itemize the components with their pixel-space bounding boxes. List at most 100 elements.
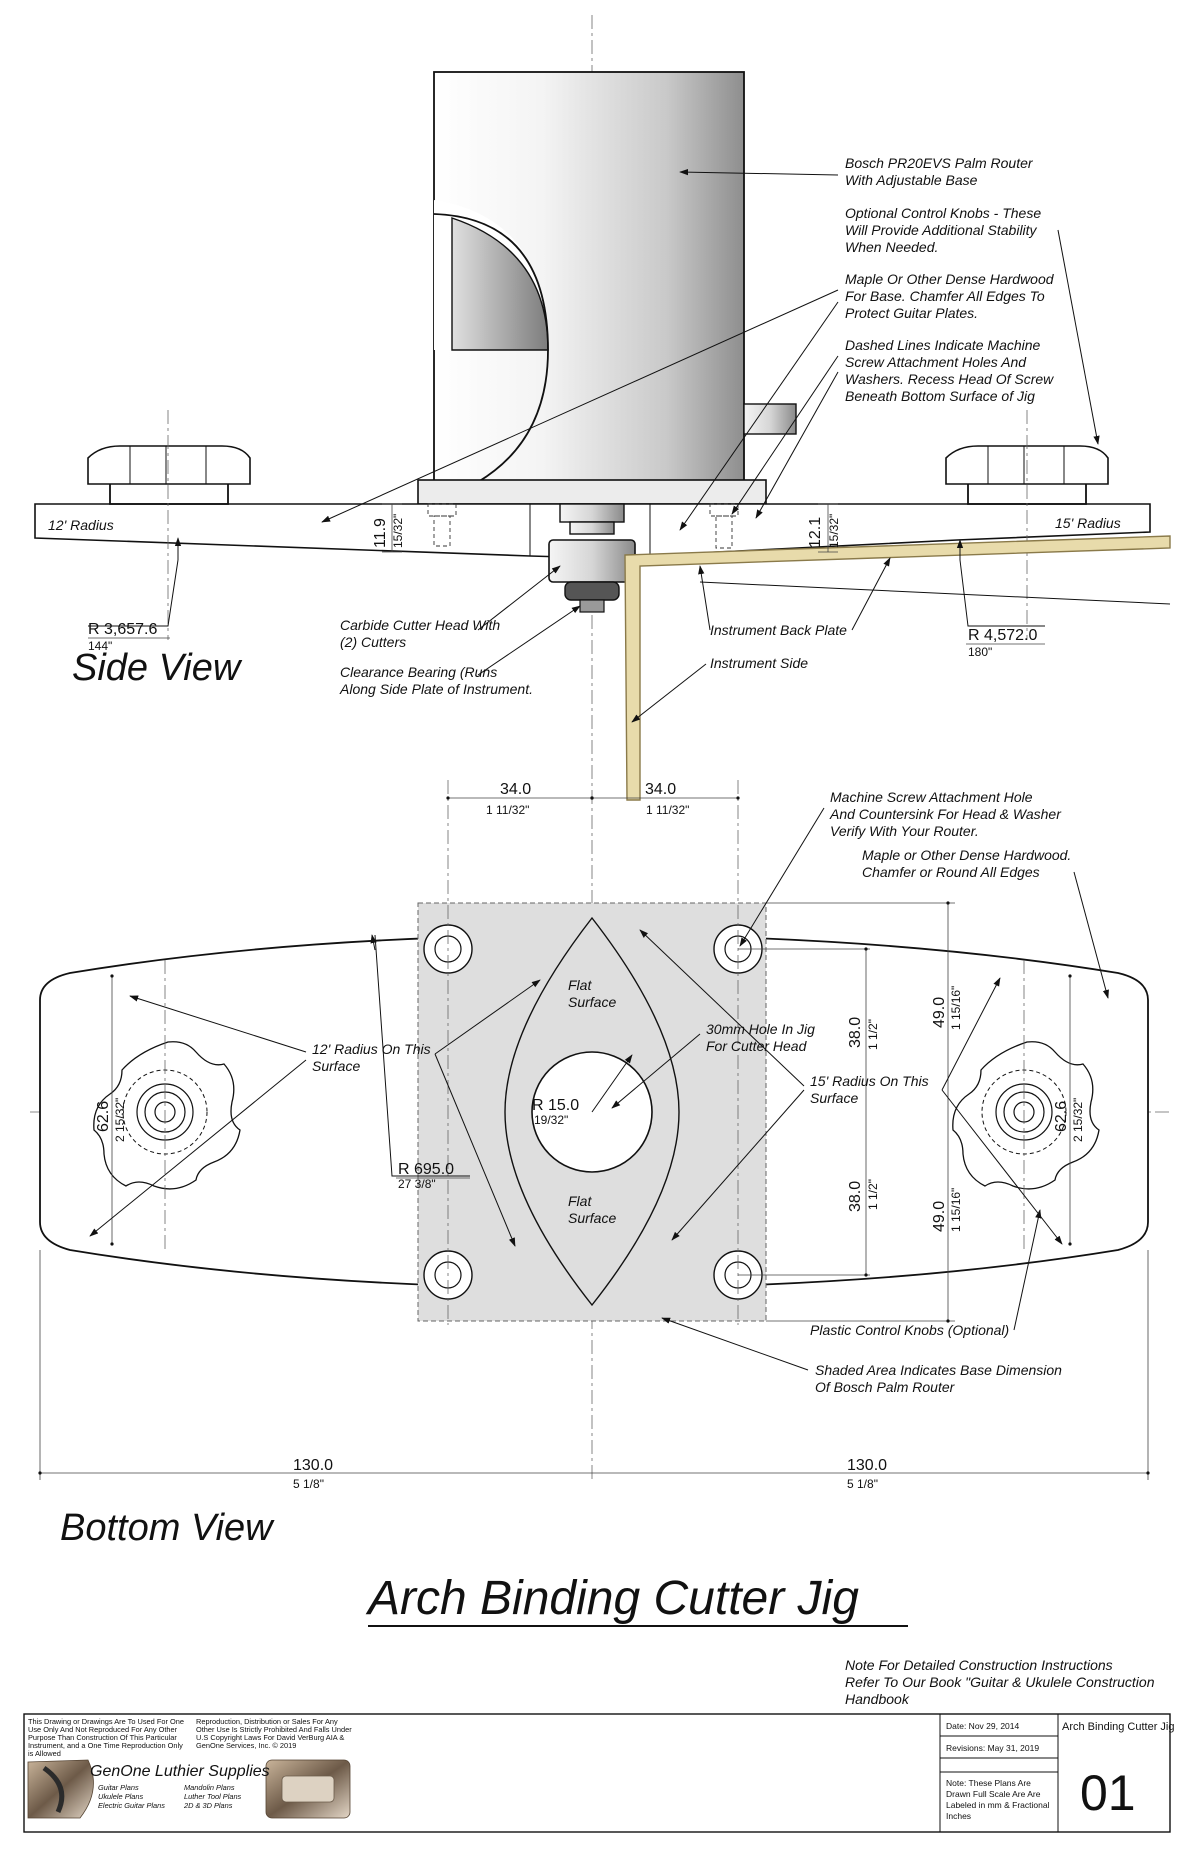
left-knob-side <box>87 445 251 505</box>
svg-text:Instrument Back Plate: Instrument Back Plate <box>710 622 847 638</box>
svg-text:Washers. Recess Head Of Screw: Washers. Recess Head Of Screw <box>845 371 1054 387</box>
right-knob-plan <box>952 1041 1100 1190</box>
svg-text:Inches: Inches <box>946 1811 971 1821</box>
sheet-number: 01 <box>1080 1765 1136 1821</box>
thickness-left-mm: 11.9 <box>372 518 389 548</box>
radius-right-mm: R 4,572.0 <box>968 627 1037 644</box>
dim-626-left: 62.6 2 15/32" <box>95 974 127 1246</box>
dim-49-bot: 49.0 1 15/16" <box>931 1188 963 1232</box>
svg-text:R 695.0: R 695.0 <box>398 1161 454 1178</box>
dim-130-left: 130.0 5 1/8" <box>293 1457 333 1491</box>
radius-right-label: 15' Radius <box>1055 515 1121 531</box>
svg-text:Machine Screw Attachment Hole: Machine Screw Attachment Hole <box>830 789 1033 805</box>
note-dashed: Dashed Lines Indicate Machine Screw Atta… <box>731 337 1054 519</box>
svg-text:1 15/16": 1 15/16" <box>949 1188 963 1232</box>
svg-text:5 1/8": 5 1/8" <box>847 1477 878 1491</box>
thickness-dim-left: 11.9 15/32" <box>372 503 405 553</box>
dim-34-right: 34.0 1 11/32" <box>590 781 740 817</box>
svg-text:Screw Attachment Holes And: Screw Attachment Holes And <box>845 354 1027 370</box>
svg-text:Instrument Side: Instrument Side <box>710 655 808 671</box>
note-shaded: Shaded Area Indicates Base Dimension Of … <box>661 1317 1062 1395</box>
router-base-plate <box>417 479 767 505</box>
dim-34-left: 34.0 1 11/32" <box>446 781 594 817</box>
svg-text:1 11/32": 1 11/32" <box>646 803 689 817</box>
svg-text:62.6: 62.6 <box>1053 1101 1070 1132</box>
svg-text:49.0: 49.0 <box>931 997 948 1028</box>
product-list: Guitar Plans Ukulele Plans Electric Guit… <box>98 1783 242 1810</box>
dim-130-right: 130.0 5 1/8" <box>847 1457 887 1491</box>
svg-text:is Allowed: is Allowed <box>28 1749 61 1758</box>
svg-text:130.0: 130.0 <box>293 1457 333 1474</box>
note-plastic-knobs: Plastic Control Knobs (Optional) <box>810 1209 1042 1338</box>
thickness-left-in: 15/32" <box>391 514 405 548</box>
svg-text:Guitar Plans: Guitar Plans <box>98 1783 139 1792</box>
svg-text:38.0: 38.0 <box>847 1181 864 1212</box>
svg-text:Plastic Control Knobs (Optiona: Plastic Control Knobs (Optional) <box>810 1322 1009 1338</box>
svg-text:Mandolin Plans: Mandolin Plans <box>184 1783 235 1792</box>
scale-note: Note: These Plans Are Drawn Full Scale A… <box>946 1778 1050 1821</box>
svg-text:Note For Detailed Construction: Note For Detailed Construction Instructi… <box>845 1657 1113 1673</box>
svg-text:5 1/8": 5 1/8" <box>293 1477 324 1491</box>
svg-text:Shaded Area Indicates Base Dim: Shaded Area Indicates Base Dimension <box>815 1362 1062 1378</box>
svg-text:Handbook: Handbook <box>845 1691 910 1707</box>
svg-text:Will Provide Additional Stabil: Will Provide Additional Stability <box>845 222 1038 238</box>
svg-text:Drawn Full Scale Are Are: Drawn Full Scale Are Are <box>946 1789 1041 1799</box>
legal-text-right: Reproduction, Distribution or Sales For … <box>196 1717 352 1750</box>
clearance-bearing <box>564 581 620 601</box>
svg-text:Clearance Bearing (Runs: Clearance Bearing (Runs <box>340 664 497 680</box>
flat-surface-lens <box>504 916 680 1307</box>
svg-text:Reproduction, Distribution or: Reproduction, Distribution or Sales For … <box>196 1717 338 1726</box>
svg-text:Carbide Cutter Head With: Carbide Cutter Head With <box>340 617 500 633</box>
svg-text:Chamfer or Round All Edges: Chamfer or Round All Edges <box>862 864 1040 880</box>
thickness-right-in: 15/32" <box>827 514 841 548</box>
note-carbide: Carbide Cutter Head With (2) Cutters <box>340 565 561 650</box>
note-maple-bottom: Maple or Other Dense Hardwood. Chamfer o… <box>862 847 1109 999</box>
drawing-name-field: Arch Binding Cutter Jig <box>1062 1721 1175 1733</box>
svg-text:2 15/32": 2 15/32" <box>1071 1098 1085 1142</box>
note-bearing: Clearance Bearing (Runs Along Side Plate… <box>339 605 581 697</box>
svg-text:U.S Copyright Laws For David V: U.S Copyright Laws For David VerBurg AIA… <box>196 1733 344 1742</box>
radius-left-mm: R 3,657.6 <box>88 621 157 638</box>
revisions-field: Revisions: May 31, 2019 <box>946 1743 1039 1753</box>
title-block: This Drawing or Drawings Are To Used For… <box>23 1713 1175 1833</box>
svg-text:27 3/8": 27 3/8" <box>398 1177 436 1191</box>
note-maple-side: Maple Or Other Dense Hardwood For Base. … <box>321 271 1055 531</box>
svg-text:2D & 3D Plans: 2D & 3D Plans <box>183 1801 233 1810</box>
svg-text:Verify With Your Router.: Verify With Your Router. <box>830 823 979 839</box>
note-radius12: 12' Radius On This Surface <box>89 979 541 1247</box>
svg-text:Other Use Is Strictly Prohibit: Other Use Is Strictly Prohibited And Fal… <box>196 1725 352 1734</box>
svg-text:12' Radius On This: 12' Radius On This <box>312 1041 431 1057</box>
legal-text-left: This Drawing or Drawings Are To Used For… <box>28 1717 184 1758</box>
thickness-right-mm: 12.1 <box>807 517 824 548</box>
svg-text:Flat: Flat <box>568 977 592 993</box>
svg-text:Dashed Lines Indicate Machine: Dashed Lines Indicate Machine <box>845 337 1041 353</box>
svg-text:This Drawing or Drawings Are T: This Drawing or Drawings Are To Used For… <box>28 1717 184 1726</box>
arc-radius-dim: R 695.0 27 3/8" <box>370 934 470 1191</box>
svg-text:For Base. Chamfer All Edges To: For Base. Chamfer All Edges To <box>845 288 1045 304</box>
svg-text:15' Radius On This: 15' Radius On This <box>810 1073 929 1089</box>
note-back-plate: Instrument Back Plate <box>698 557 891 638</box>
svg-text:Along Side Plate of Instrument: Along Side Plate of Instrument. <box>339 681 533 697</box>
note-instrument-side: Instrument Side <box>631 655 808 723</box>
carbide-cutter-head <box>548 539 636 583</box>
radius-left-label: 12' Radius <box>48 517 114 533</box>
svg-text:Use Only And Not Reproduced Fo: Use Only And Not Reproduced For Any Othe… <box>28 1725 178 1734</box>
svg-text:34.0: 34.0 <box>645 781 676 798</box>
svg-text:19/32": 19/32" <box>534 1113 568 1127</box>
date-field: Date: Nov 29, 2014 <box>946 1721 1020 1731</box>
instrument-plates <box>624 535 1171 801</box>
svg-text:1 1/2": 1 1/2" <box>866 1019 880 1050</box>
svg-text:1 1/2": 1 1/2" <box>866 1179 880 1210</box>
cutter-assembly <box>548 503 636 613</box>
note-knobs: Optional Control Knobs - These Will Prov… <box>845 205 1100 445</box>
side-view: 11.9 15/32" 12.1 15/32" 12' Radius 15' R… <box>34 15 1171 1480</box>
svg-text:Of Bosch Palm Router: Of Bosch Palm Router <box>815 1379 956 1395</box>
svg-text:38.0: 38.0 <box>847 1017 864 1048</box>
left-knob-plan <box>93 1041 241 1190</box>
svg-text:Bosch PR20EVS Palm Router: Bosch PR20EVS Palm Router <box>845 155 1034 171</box>
svg-text:R 15.0: R 15.0 <box>532 1097 579 1114</box>
handbook-note: Note For Detailed Construction Instructi… <box>845 1657 1155 1707</box>
note-hole30: 30mm Hole In Jig For Cutter Head <box>611 1021 815 1109</box>
svg-text:Refer To Our Book "Guitar & Uk: Refer To Our Book "Guitar & Ukulele Cons… <box>845 1674 1155 1690</box>
note-radius15: 15' Radius On This Surface <box>639 929 1063 1245</box>
